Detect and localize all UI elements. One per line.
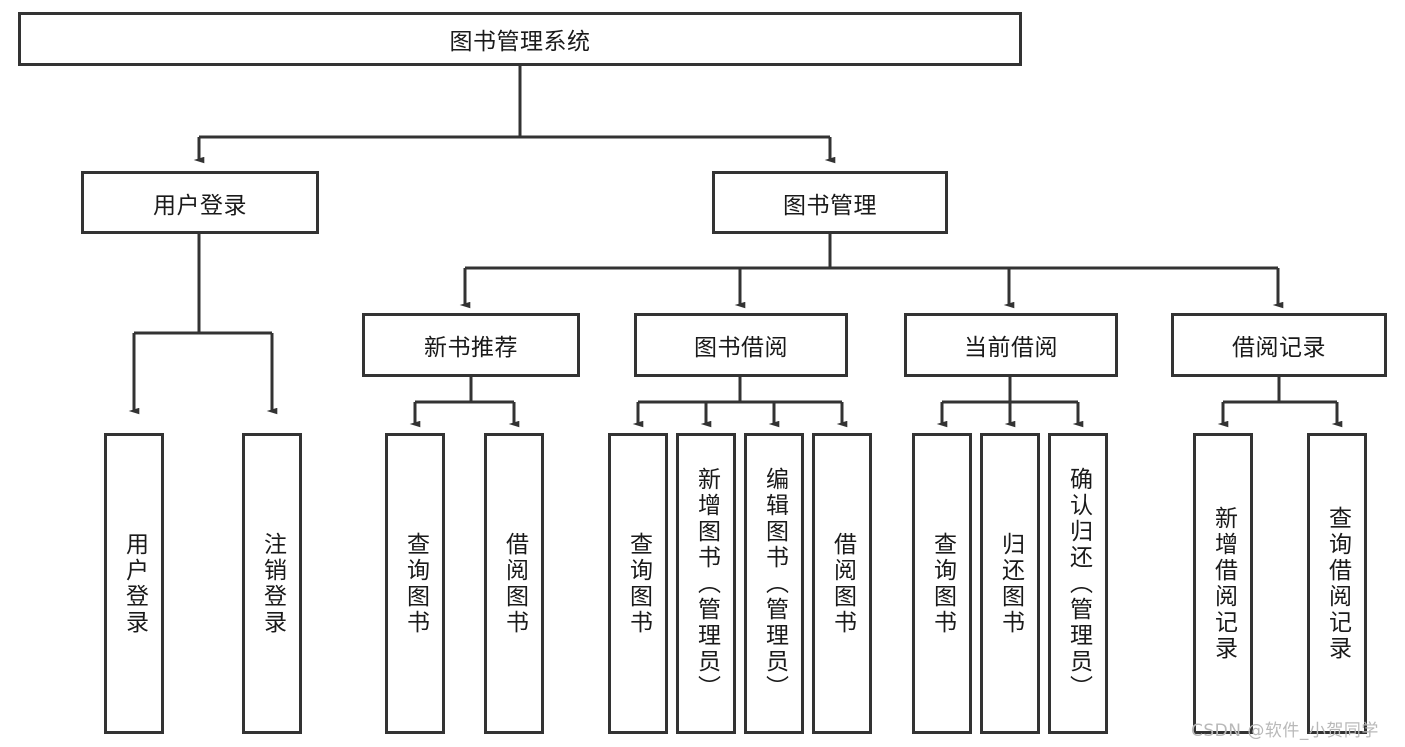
node-label: 用户登录	[153, 192, 247, 219]
node-label: 编辑图书（管理员）	[761, 466, 788, 701]
leaf-borrow-query-book[interactable]: 查询图书	[608, 433, 668, 734]
node-label: 当前借阅	[964, 335, 1058, 361]
node-label: 借阅图书	[829, 531, 856, 636]
node-label: 新增图书（管理员）	[693, 466, 720, 701]
node-label: 查询图书	[402, 531, 429, 636]
node-label: 图书管理	[783, 192, 877, 219]
node-label: 新增借阅记录	[1210, 505, 1237, 662]
leaf-borrow-edit-book-admin[interactable]: 编辑图书（管理员）	[744, 433, 804, 734]
node-label: 借阅记录	[1232, 335, 1326, 361]
node-label: 确认归还（管理员）	[1065, 466, 1092, 701]
node-new-book-recommend[interactable]: 新书推荐	[362, 313, 580, 377]
node-label: 图书借阅	[694, 335, 788, 361]
node-root-system[interactable]: 图书管理系统	[18, 12, 1022, 66]
leaf-borrow-add-book-admin[interactable]: 新增图书（管理员）	[676, 433, 736, 734]
watermark-text: CSDN @软件_小贺同学	[1191, 721, 1379, 741]
node-label: 注销登录	[259, 531, 286, 636]
node-book-management[interactable]: 图书管理	[712, 171, 948, 234]
leaf-current-query-book[interactable]: 查询图书	[912, 433, 972, 734]
node-borrow-record[interactable]: 借阅记录	[1171, 313, 1387, 377]
leaf-current-confirm-return-admin[interactable]: 确认归还（管理员）	[1048, 433, 1108, 734]
leaf-user-login-signout[interactable]: 注销登录	[242, 433, 302, 734]
node-label: 图书管理系统	[449, 29, 591, 55]
node-book-borrow[interactable]: 图书借阅	[634, 313, 848, 377]
leaf-record-query-record[interactable]: 查询借阅记录	[1307, 433, 1367, 734]
node-user-login[interactable]: 用户登录	[81, 171, 319, 234]
node-label: 查询图书	[625, 531, 652, 636]
node-label: 查询借阅记录	[1324, 505, 1351, 662]
node-label: 用户登录	[121, 531, 148, 636]
leaf-borrow-borrow-book[interactable]: 借阅图书	[812, 433, 872, 734]
leaf-current-return-book[interactable]: 归还图书	[980, 433, 1040, 734]
leaf-recommend-query-book[interactable]: 查询图书	[385, 433, 445, 734]
leaf-record-add-record[interactable]: 新增借阅记录	[1193, 433, 1253, 734]
leaf-recommend-borrow-book[interactable]: 借阅图书	[484, 433, 544, 734]
node-label: 归还图书	[997, 531, 1024, 636]
node-label: 借阅图书	[501, 531, 528, 636]
node-label: 新书推荐	[424, 335, 518, 361]
node-label: 查询图书	[929, 531, 956, 636]
leaf-user-login-signin[interactable]: 用户登录	[104, 433, 164, 734]
node-current-borrow[interactable]: 当前借阅	[904, 313, 1118, 377]
